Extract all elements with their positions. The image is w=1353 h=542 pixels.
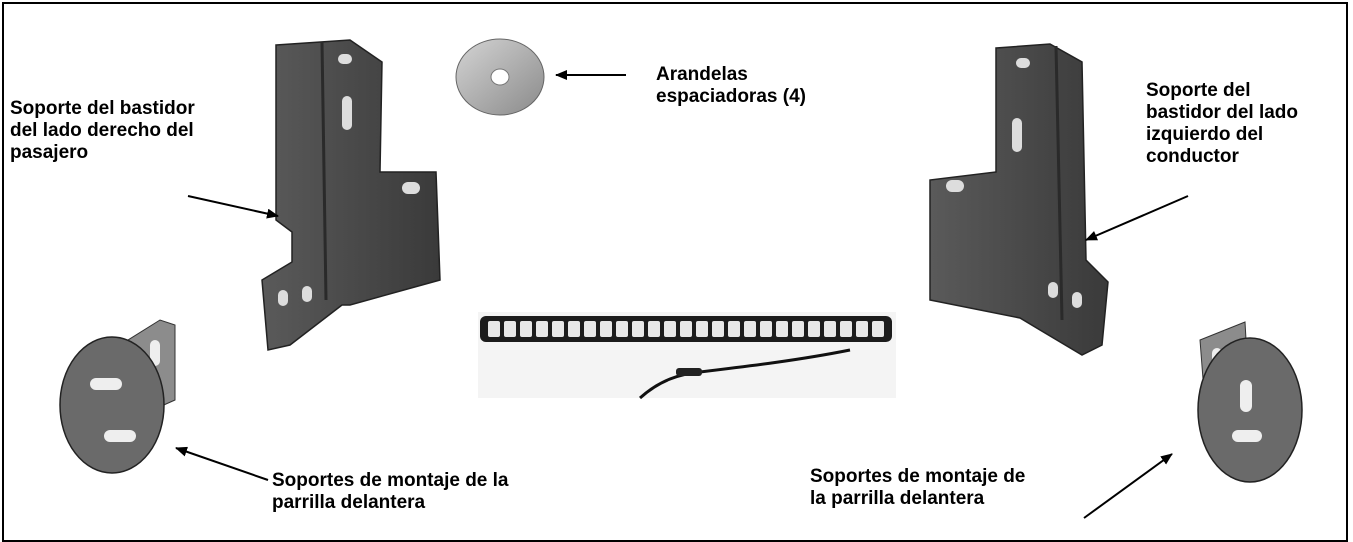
washers-label: Arandelas espaciadoras (4) (656, 64, 806, 107)
left-grille-mount-arrow (175, 446, 269, 481)
left-frame-bracket-arrow (1085, 195, 1189, 241)
right-grille-mount-bracket (1197, 321, 1303, 483)
right-frame-bracket-arrow (187, 195, 279, 219)
spacer-washer (455, 38, 545, 116)
right-frame-bracket (261, 39, 441, 351)
left-grille-mount-bracket (59, 319, 176, 474)
right-frame-bracket-label: Soporte del bastidor del lado derecho de… (10, 98, 195, 163)
right-grille-mount-arrow (1083, 453, 1173, 519)
led-light-bar (478, 312, 896, 400)
left-frame-bracket (929, 43, 1109, 356)
left-frame-bracket-label: Soporte del bastidor del lado izquierdo … (1146, 80, 1299, 167)
grille-mount-right-label: Soportes de montaje de la parrilla delan… (810, 466, 1026, 509)
grille-mount-left-label: Soportes de montaje de la parrilla delan… (272, 470, 509, 513)
